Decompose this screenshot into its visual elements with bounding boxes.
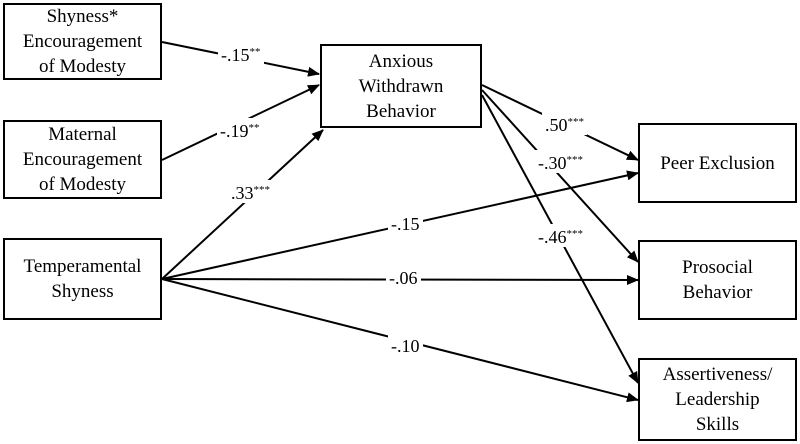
coef-value: -.30 <box>538 153 567 173</box>
coef-anxious-to-peer: .50*** <box>542 112 587 135</box>
node-label-line: Behavior <box>366 100 436 122</box>
node-maternal-encouragement-of-modesty: Maternal Encouragement of Modesty <box>3 120 162 199</box>
coef-temperamental-to-peer: -.15 <box>388 211 423 234</box>
coef-value: -.15 <box>221 45 250 65</box>
coef-value: -.10 <box>391 336 420 356</box>
coef-temperamental-to-prosocial: -.06 <box>386 265 421 288</box>
node-label-line: Encouragement <box>22 31 143 52</box>
arrow-temperamental-to-anxious <box>161 129 324 280</box>
coef-temperamental-to-anxious: .33*** <box>228 180 273 203</box>
coef-anxious-to-assertiveness: -.46*** <box>535 224 586 247</box>
node-label-line: of Modesty <box>38 56 127 77</box>
arrow-anxious-to-prosocial <box>481 89 639 263</box>
node-assertiveness-leadership-skills: Assertiveness/ Leadership Skills <box>638 358 797 441</box>
node-anxious-withdrawn-behavior: Anxious Withdrawn Behavior <box>320 44 482 128</box>
node-label-line: Leadership <box>675 389 760 410</box>
node-label-line: Shyness <box>51 281 114 302</box>
node-label-line: Peer Exclusion <box>660 152 775 174</box>
node-peer-exclusion: Peer Exclusion <box>638 123 797 203</box>
coef-anxious-to-prosocial: -.30*** <box>535 150 586 173</box>
coef-significance: ** <box>249 46 261 58</box>
node-label-line: Withdrawn <box>358 75 444 97</box>
node-prosocial-behavior: Prosocial Behavior <box>638 240 797 320</box>
coef-maternal-to-anxious: -.19** <box>217 118 263 141</box>
coef-shyness-modesty-to-anxious: -.15** <box>218 42 264 65</box>
node-label-line: Skills <box>695 414 740 435</box>
coef-significance: *** <box>253 184 271 196</box>
node-label-line: of Modesty <box>38 174 127 195</box>
node-temperamental-shyness: Temperamental Shyness <box>3 238 162 320</box>
coef-value: -.46 <box>538 227 567 247</box>
coef-value: -.15 <box>391 214 420 234</box>
coef-significance: *** <box>566 228 584 240</box>
coef-value: .50 <box>545 115 568 135</box>
node-label-line: Shyness* <box>46 6 119 27</box>
node-label-line: Maternal <box>48 124 117 145</box>
coef-value: .33 <box>231 183 254 203</box>
coef-temperamental-to-assertiveness: -.10 <box>388 333 423 356</box>
node-label-line: Behavior <box>682 282 753 303</box>
coef-value: -.06 <box>389 268 418 288</box>
node-label-line: Anxious <box>368 50 434 72</box>
node-shyness-encouragement-of-modesty: Shyness* Encouragement of Modesty <box>3 3 162 80</box>
coef-significance: *** <box>566 154 584 166</box>
coef-value: -.19 <box>220 121 249 141</box>
node-label-line: Assertiveness/ <box>662 364 773 385</box>
node-label-line: Temperamental <box>23 256 142 277</box>
node-label-line: Encouragement <box>22 149 143 170</box>
coef-significance: ** <box>248 122 260 134</box>
node-label-line: Prosocial <box>682 257 753 278</box>
coef-significance: *** <box>567 116 585 128</box>
